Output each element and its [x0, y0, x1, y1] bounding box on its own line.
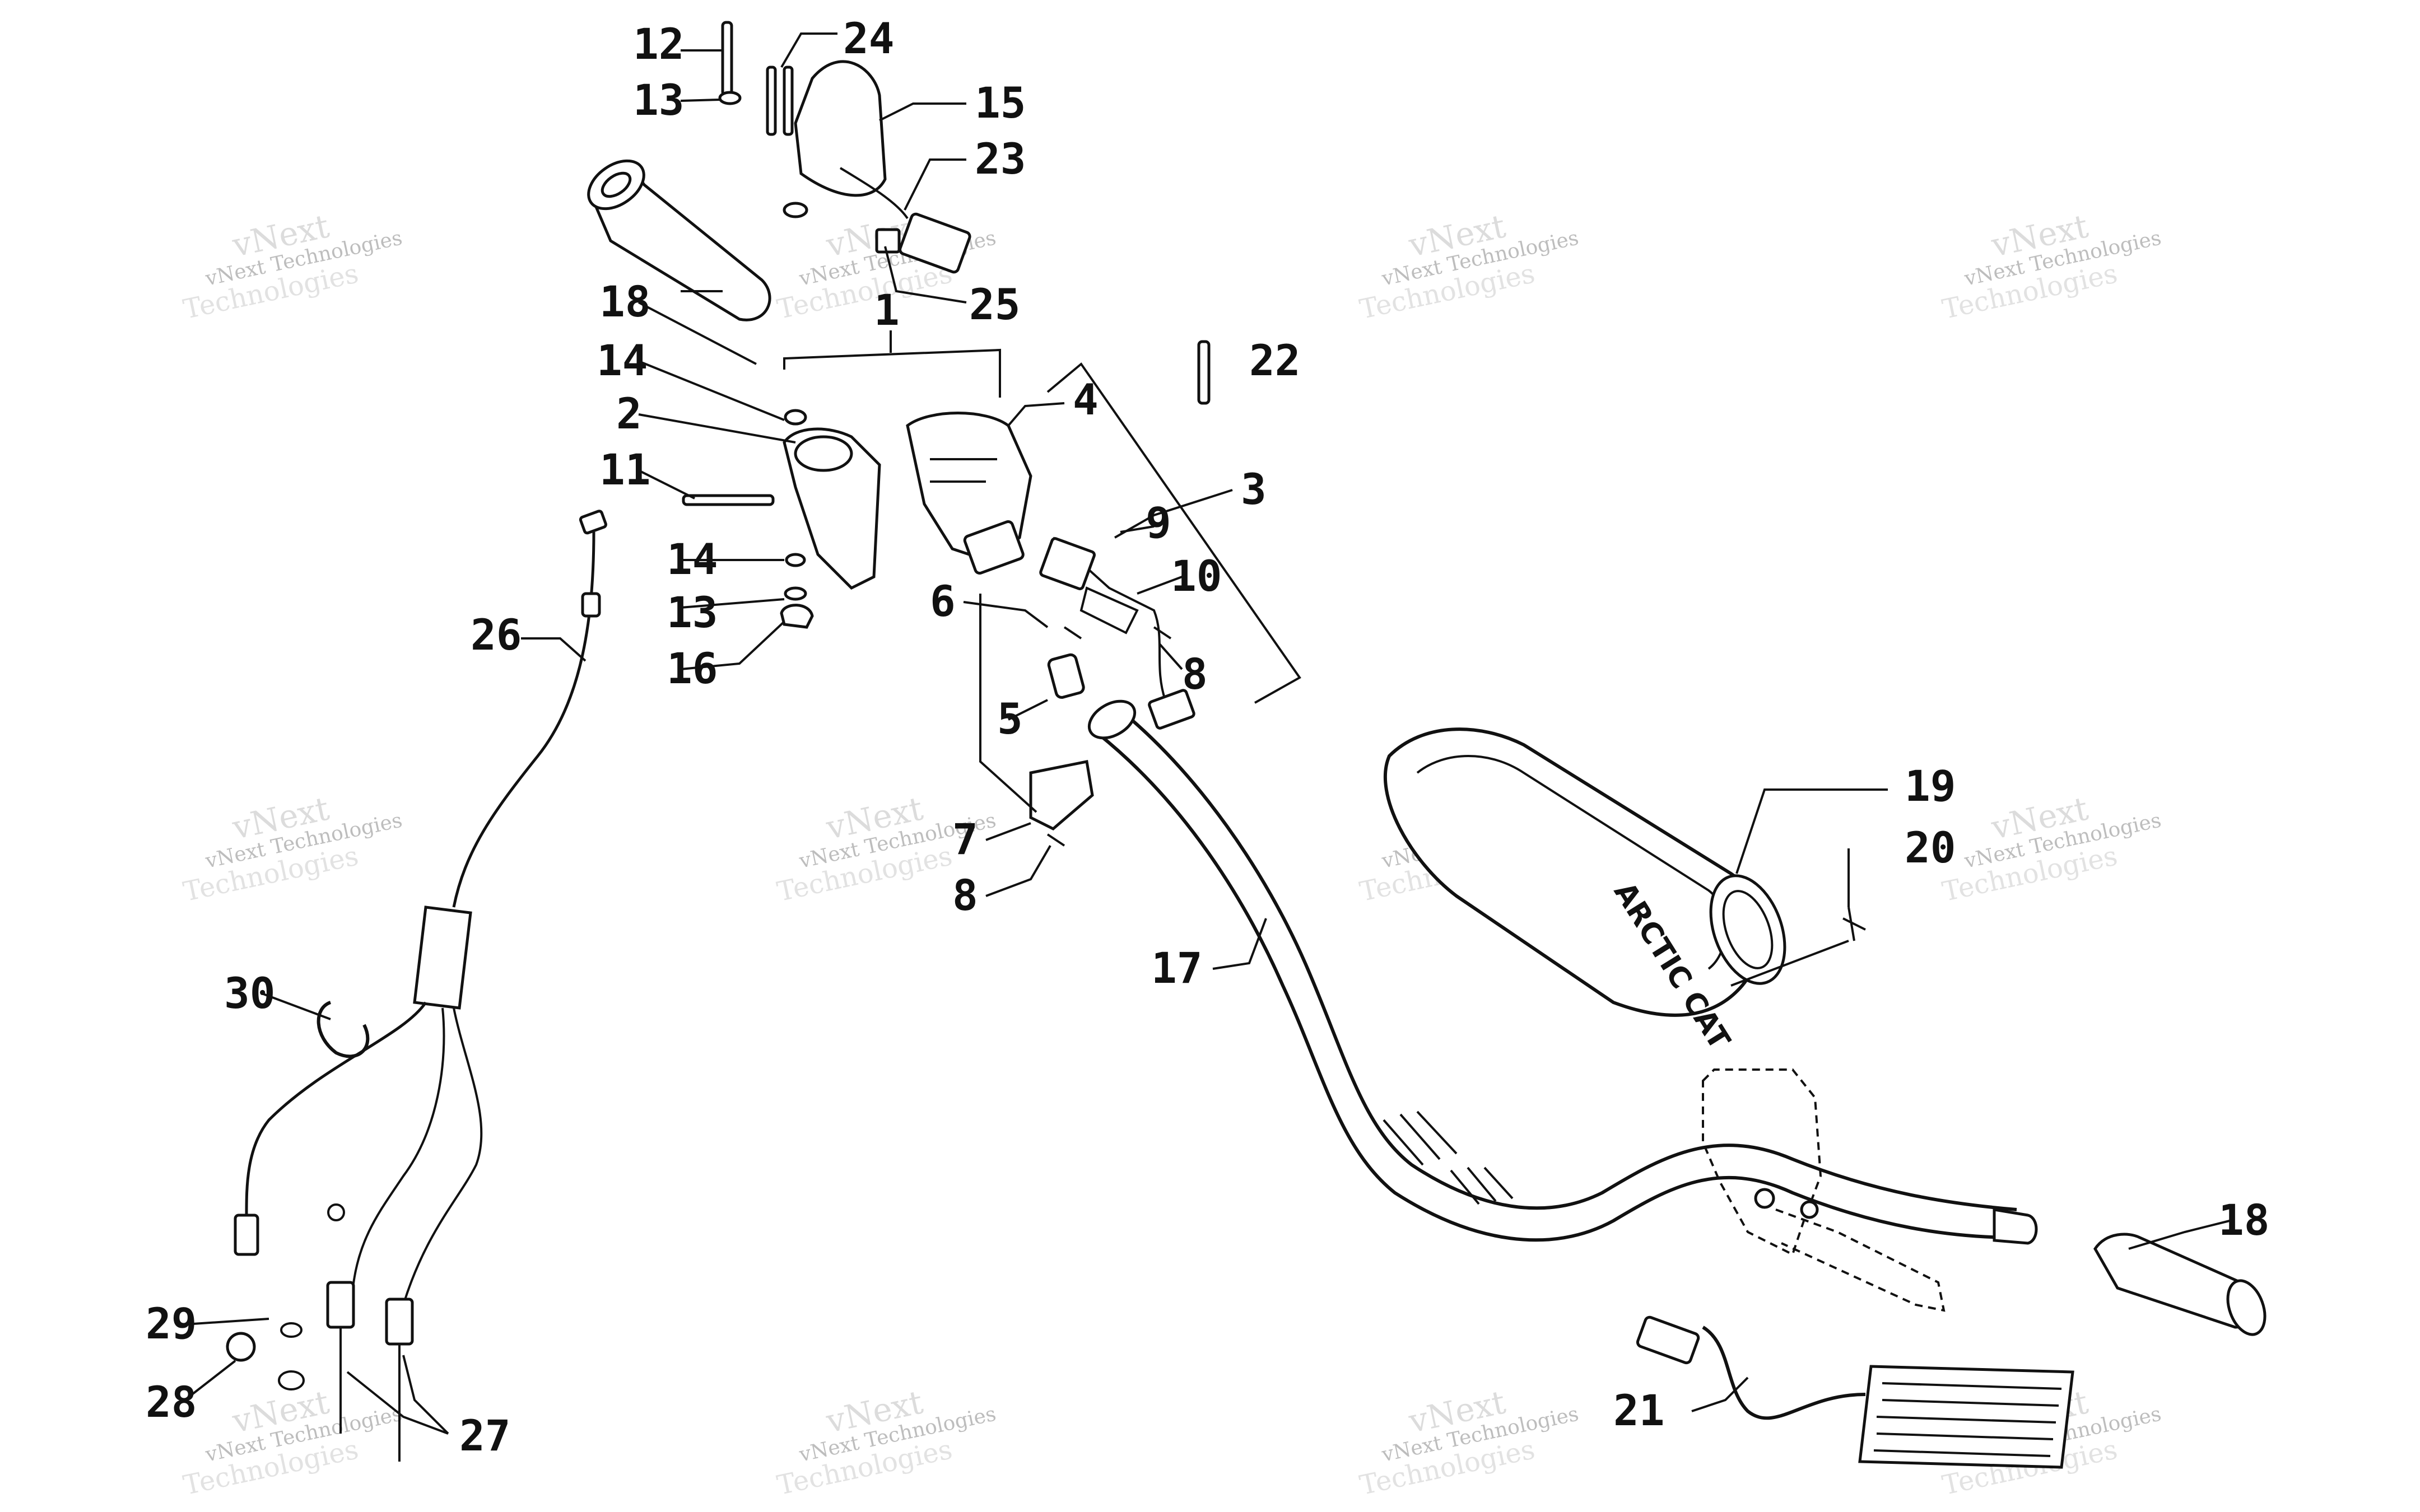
- hand-guard-pad: ARCTIC CAT: [1383, 727, 1786, 1056]
- callout-20: 20: [1905, 823, 1956, 872]
- callout-3: 3: [1241, 464, 1267, 514]
- callout-24: 24: [843, 13, 895, 63]
- leader-lines: [184, 32, 2230, 1435]
- callout-29: 29: [146, 1299, 197, 1348]
- watermark: vNext vNext Technologies Technologies: [1357, 207, 1580, 325]
- callout-8: 8: [952, 870, 978, 920]
- callout-12: 12: [633, 19, 685, 69]
- bracket-1: [783, 330, 1001, 398]
- throttle-lever: [718, 21, 909, 220]
- callout-9: 9: [1146, 498, 1171, 548]
- watermark: vNext vNext Technologies Technologies: [180, 789, 404, 908]
- brake-lever-housing: [1702, 1068, 1946, 1312]
- callout-4: 4: [1073, 375, 1099, 424]
- callout-22: 22: [1249, 335, 1301, 385]
- grip-right: [2093, 1233, 2267, 1336]
- watermark: vNext vNext Technologies Technologies: [774, 1383, 998, 1501]
- small-parts: [682, 340, 1211, 847]
- handlebar: [1087, 699, 2038, 1245]
- callout-30: 30: [224, 968, 276, 1018]
- callout-14: 14: [667, 534, 718, 584]
- parts: ARCTIC CAT: [226, 21, 2267, 1469]
- callout-6: 6: [930, 576, 956, 626]
- adjuster-28-29: [226, 1322, 305, 1390]
- grip-left: [587, 159, 771, 321]
- callout-18: 18: [2218, 1195, 2270, 1245]
- throttle-housing: [783, 412, 1032, 590]
- callout-26: 26: [471, 610, 522, 660]
- callout-11: 11: [599, 445, 651, 494]
- callout-10: 10: [1171, 551, 1222, 601]
- watermark: vNext vNext Technologies Technologies: [180, 207, 404, 325]
- callout-13: 13: [667, 587, 718, 637]
- callout-8: 8: [1182, 649, 1208, 699]
- bracket-3: [1046, 362, 1301, 704]
- clip-30: [317, 1001, 370, 1058]
- watermark: vNext vNext Technologies Technologies: [1939, 789, 2163, 908]
- callouts: 12 24 13 15 23 18 25 1 22 14 4 2 3 11 9 …: [146, 13, 2270, 1460]
- throttle-cable: [234, 510, 607, 1462]
- callout-7: 7: [952, 814, 978, 864]
- watermarks: vNext vNext Technologies Technologies vN…: [180, 207, 2163, 1501]
- callout-14: 14: [597, 335, 648, 385]
- callout-21: 21: [1613, 1385, 1665, 1435]
- callout-16: 16: [667, 643, 718, 693]
- screw-20: [1842, 907, 1866, 941]
- callout-19: 19: [1905, 761, 1956, 811]
- heater-element: [1636, 1315, 2074, 1469]
- watermark: vNext vNext Technologies Technologies: [1939, 207, 2163, 325]
- callout-25: 25: [969, 279, 1021, 329]
- callout-28: 28: [146, 1377, 197, 1427]
- callout-13: 13: [633, 75, 685, 125]
- callout-1: 1: [874, 285, 900, 335]
- callout-2: 2: [616, 389, 642, 438]
- bracket-6: [979, 594, 1037, 813]
- watermark: vNext vNext Technologies Technologies: [1357, 1383, 1580, 1501]
- callout-5: 5: [997, 694, 1023, 744]
- callout-15: 15: [975, 78, 1026, 128]
- callout-17: 17: [1151, 943, 1203, 993]
- callout-23: 23: [975, 134, 1026, 184]
- connector-23: [875, 212, 971, 274]
- switch-wire: [1039, 536, 1195, 730]
- callout-27: 27: [459, 1411, 511, 1460]
- callout-18: 18: [599, 277, 651, 326]
